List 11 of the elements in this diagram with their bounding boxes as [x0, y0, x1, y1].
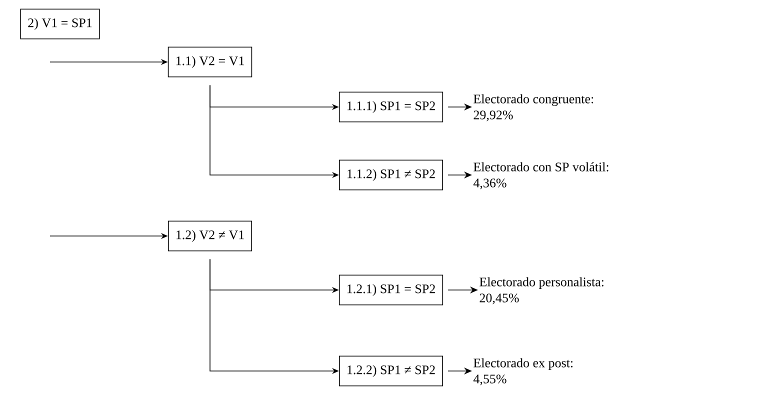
- result-text: Electorado personalista: 20,45%: [480, 277, 604, 304]
- condition-box: 1.1.1) SP1 = SP2: [338, 92, 444, 122]
- condition-box: 1.2) V2 ≠ V1: [168, 220, 252, 252]
- condition-box: 1.2.1) SP1 = SP2: [338, 274, 444, 306]
- condition-box: 2) V1 = SP1: [20, 8, 100, 40]
- condition-box: 1.1.2) SP1 ≠ SP2: [339, 160, 443, 190]
- condition-box: 1.1) V2 = V1: [168, 46, 252, 78]
- result-text: Electorado ex post: 4,55%: [473, 358, 573, 386]
- result-text: Electorado congruente: 29,92%: [474, 94, 594, 122]
- result-text: Electorado con SP volátil: 4,36%: [473, 162, 608, 190]
- condition-box: 1.2.2) SP1 ≠ SP2: [339, 356, 443, 386]
